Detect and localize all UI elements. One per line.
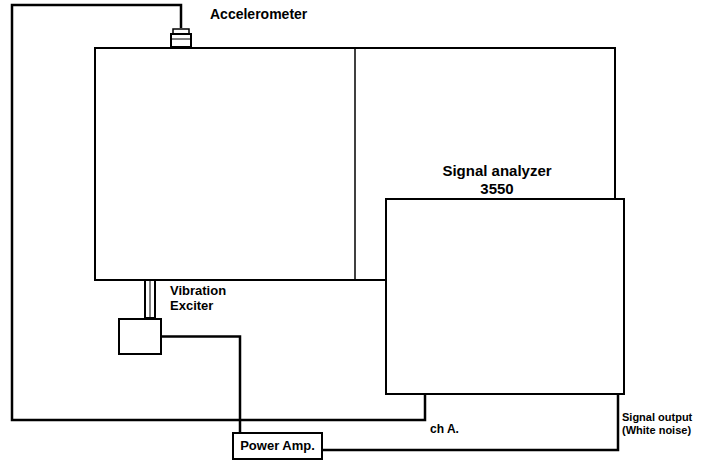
exciter-rod: [145, 280, 155, 318]
panel-divider: [354, 48, 356, 280]
vibration-exciter: Vibration Exciter: [118, 318, 162, 355]
signal-wire: [12, 5, 425, 420]
channel-label: ch A.: [430, 423, 459, 437]
node-label: Accelerometer: [210, 6, 307, 22]
signal-wire: [162, 337, 240, 433]
power-amp-box: Power Amp.: [232, 432, 323, 460]
node-label: 3550: [377, 180, 617, 197]
signal-analyzer: Signal analyzer3550: [385, 198, 625, 395]
node-label: Vibration Exciter: [170, 284, 242, 314]
output-label: Signal output (White noise): [622, 411, 701, 436]
accelerometer-symbol: [170, 28, 192, 48]
accelerometer: Accelerometer: [170, 28, 192, 48]
node-label: Signal analyzer: [377, 162, 617, 179]
signal-wire: [323, 395, 618, 450]
exciter-rod-line: [150, 280, 151, 318]
node-label: Power Amp.: [234, 434, 321, 458]
